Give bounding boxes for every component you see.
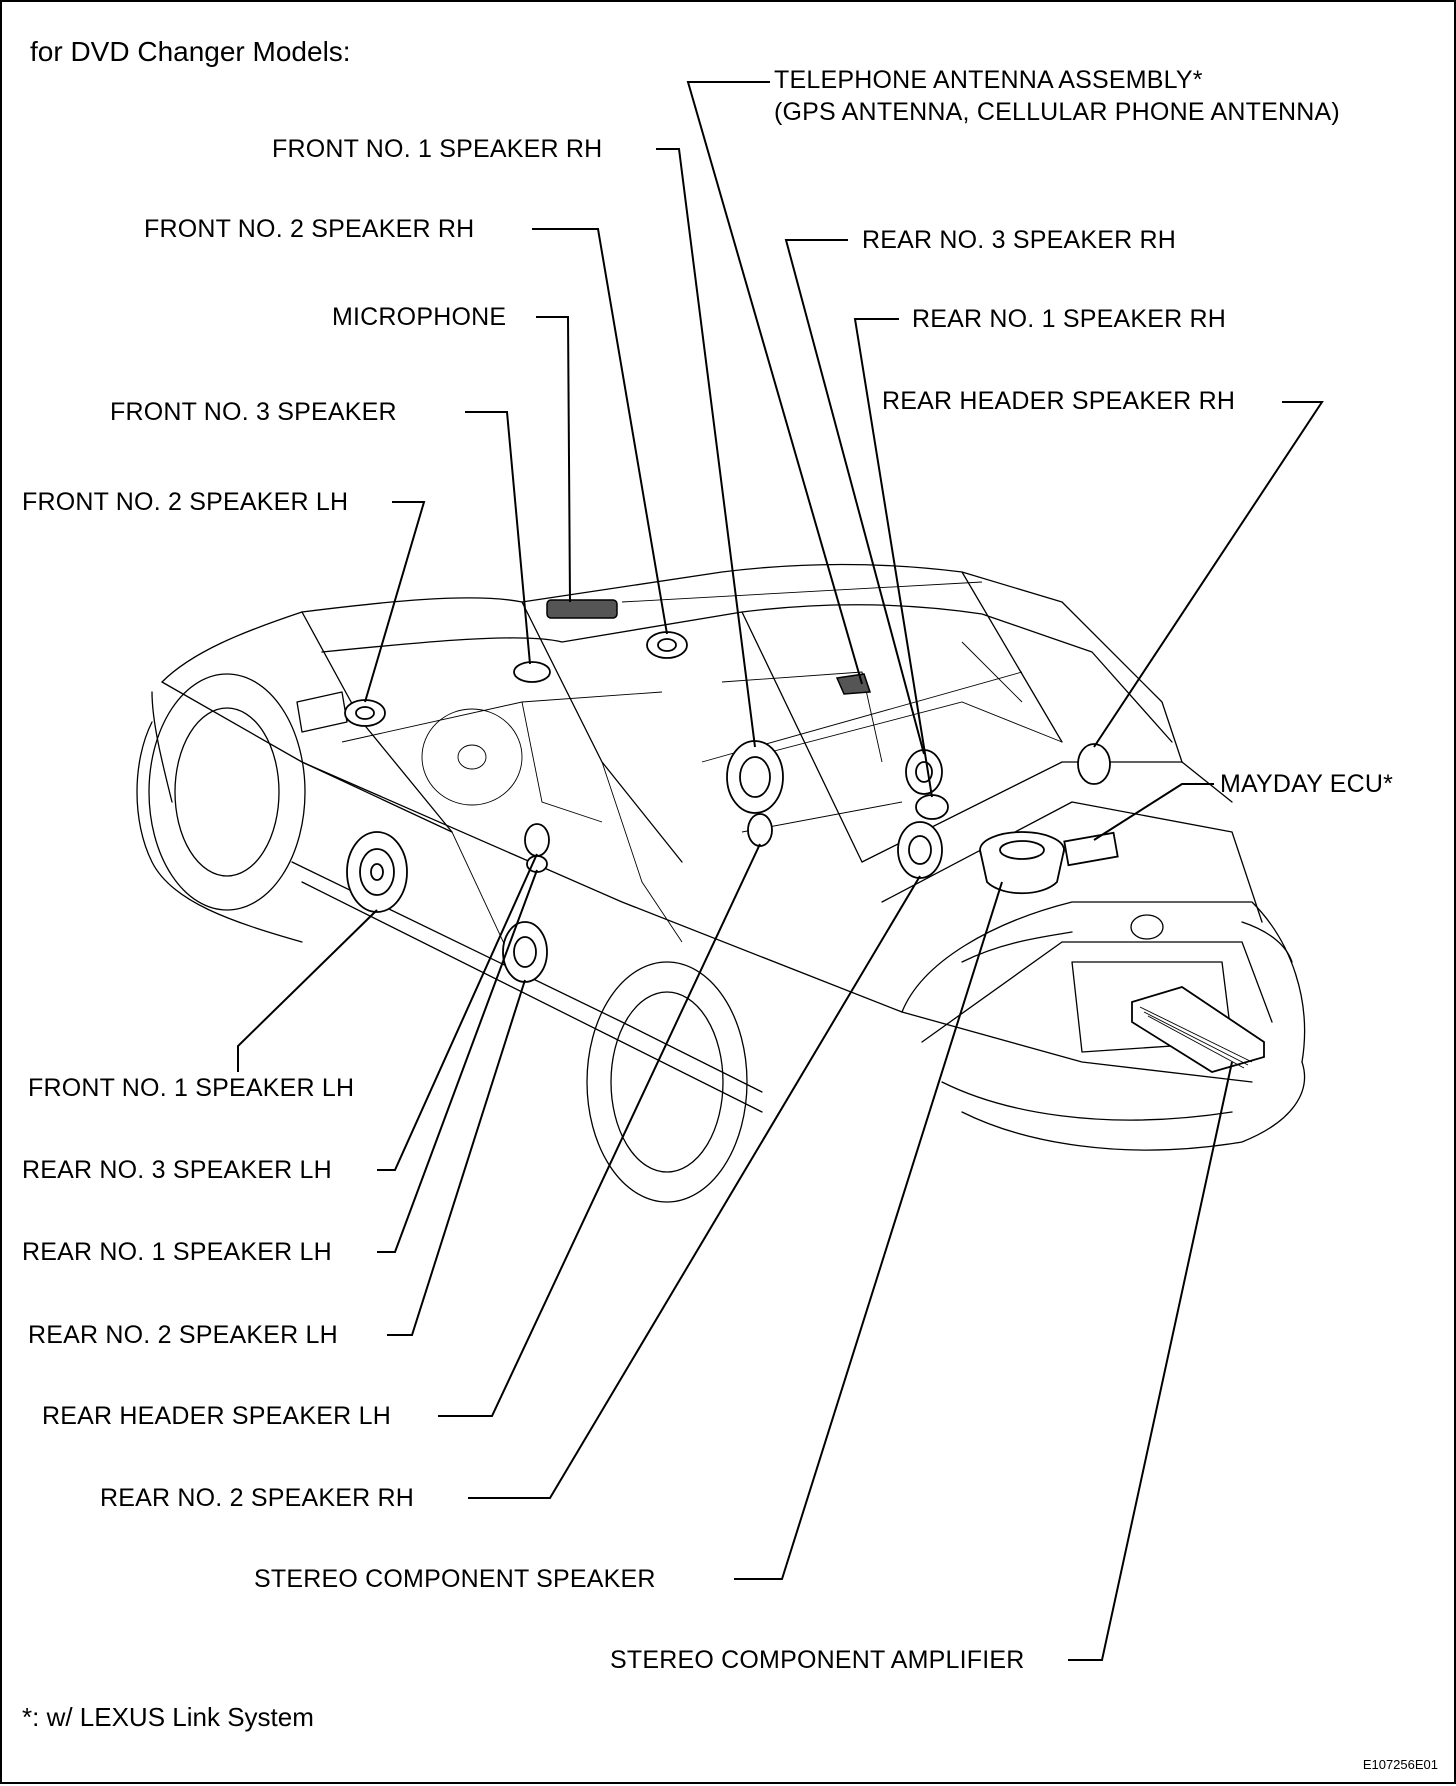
- label-rear-no1-speaker-lh: REAR NO. 1 SPEAKER LH: [22, 1238, 332, 1266]
- leader-rear-no2-speaker-lh: [387, 979, 526, 1336]
- mayday-ecu-part: [1063, 831, 1119, 867]
- label-mayday-ecu: MAYDAY ECU*: [1220, 770, 1394, 798]
- rear-header-speaker-lh-part: [747, 813, 773, 847]
- label-microphone: MICROPHONE: [332, 303, 507, 331]
- rear-no3-speaker-lh-part: [524, 823, 550, 857]
- label-front-no3-speaker: FRONT NO. 3 SPEAKER: [110, 398, 397, 426]
- label-rear-no3-speaker-lh: REAR NO. 3 SPEAKER LH: [22, 1156, 332, 1184]
- leader-telephone-antenna: [686, 81, 863, 685]
- leader-rear-no3-speaker-rh: [784, 239, 925, 755]
- label-front-no2-speaker-lh: FRONT NO. 2 SPEAKER LH: [22, 488, 349, 516]
- leader-front-no2-speaker-rh: [532, 228, 668, 635]
- rear-header-speaker-rh-part: [1077, 743, 1111, 785]
- components: [344, 599, 1265, 1073]
- label-rear-no2-speaker-lh: REAR NO. 2 SPEAKER LH: [28, 1321, 338, 1349]
- leader-rear-no2-speaker-rh: [468, 875, 921, 1499]
- label-rear-no3-speaker-rh: REAR NO. 3 SPEAKER RH: [862, 226, 1177, 254]
- label-rear-no2-speaker-rh: REAR NO. 2 SPEAKER RH: [100, 1484, 415, 1512]
- diagram-title: for DVD Changer Models:: [30, 36, 351, 67]
- leader-rear-header-speaker-rh: [1093, 401, 1324, 748]
- stereo-component-amplifier-part: [1131, 986, 1265, 1073]
- car-body: [136, 563, 1306, 1203]
- leader-front-no1-speaker-rh: [656, 148, 756, 748]
- telephone-antenna-part: [835, 673, 872, 695]
- label-rear-header-speaker-rh: REAR HEADER SPEAKER RH: [882, 387, 1236, 415]
- leader-rear-no1-speaker-rh: [853, 318, 933, 798]
- label-rear-no1-speaker-rh: REAR NO. 1 SPEAKER RH: [912, 305, 1227, 333]
- figure-id: E107256E01: [1362, 1757, 1438, 1772]
- front-no3-speaker-part: [513, 661, 551, 683]
- leader-front-no3-speaker: [465, 411, 531, 665]
- leader-front-no2-speaker-lh: [364, 501, 426, 703]
- label-front-no1-speaker-lh: FRONT NO. 1 SPEAKER LH: [28, 1074, 355, 1102]
- label-stereo-component-speaker: STEREO COMPONENT SPEAKER: [254, 1565, 656, 1593]
- label-front-no1-speaker-rh: FRONT NO. 1 SPEAKER RH: [272, 135, 603, 163]
- footnote: *: w/ LEXUS Link System: [22, 1702, 314, 1732]
- leader-rear-no3-speaker-lh: [377, 853, 538, 1171]
- label-stereo-component-amplifier: STEREO COMPONENT AMPLIFIER: [610, 1646, 1025, 1674]
- leader-rear-no1-speaker-lh: [377, 869, 538, 1253]
- label-rear-header-speaker-lh: REAR HEADER SPEAKER LH: [42, 1402, 391, 1430]
- label-front-no2-speaker-rh: FRONT NO. 2 SPEAKER RH: [144, 215, 475, 243]
- label-telephone-antenna-line1: TELEPHONE ANTENNA ASSEMBLY*: [774, 66, 1203, 94]
- leader-mayday-ecu: [1093, 783, 1214, 841]
- leader-stereo-component-speaker: [734, 881, 1003, 1580]
- microphone-part: [546, 599, 618, 619]
- label-telephone-antenna-line2: (GPS ANTENNA, CELLULAR PHONE ANTENNA): [774, 98, 1340, 126]
- leader-front-no1-speaker-lh: [237, 909, 378, 1072]
- rear-no1-speaker-rh-part: [915, 794, 949, 820]
- leader-rear-header-speaker-lh: [438, 843, 761, 1417]
- leader-lines: [237, 81, 1324, 1661]
- leader-stereo-component-amplifier: [1068, 1061, 1233, 1661]
- leader-microphone: [536, 316, 571, 603]
